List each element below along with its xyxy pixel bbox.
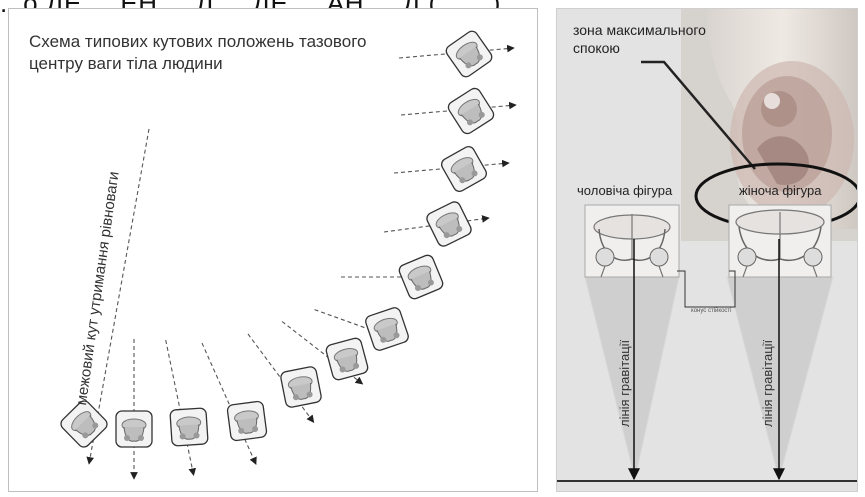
pelvis-position-icon	[170, 408, 208, 446]
gravity-comparison-panel: зона максимального спокою чоловіча фігур…	[556, 8, 858, 492]
support-connector	[677, 271, 735, 307]
female-pelvis-image	[729, 205, 831, 277]
support-cone-label: конус стійкості	[691, 308, 732, 314]
pelvis-position-icon	[325, 337, 369, 381]
pelvis-position-icon	[116, 411, 152, 447]
pelvis-position-icon	[280, 366, 322, 408]
female-figure-label: жіноча фігура	[739, 183, 821, 198]
gravity-direction-arrow	[166, 340, 194, 475]
angle-schema-panel: Схема типових кутових положень тазового …	[8, 8, 538, 492]
zone-label: зона максимального спокою	[573, 21, 706, 57]
angle-schema-drawing	[9, 9, 537, 491]
pelvis-icon-joint	[124, 435, 130, 441]
pelvis-position-icon	[444, 29, 494, 79]
male-gravity-label: лінія гравітації	[617, 340, 632, 427]
male-pelvis-image	[585, 205, 679, 277]
gravity-drawing	[557, 9, 857, 491]
pelvis-position-icon	[446, 86, 496, 136]
pelvis-position-icon	[364, 306, 410, 352]
pelvis-position-icon	[439, 144, 488, 193]
pelvis-position-icon	[425, 200, 473, 248]
zone-label-line1: зона максимального	[573, 21, 706, 39]
female-gravity-cone	[727, 277, 833, 479]
male-figure-label: чоловіча фігура	[577, 183, 672, 198]
pelvis-position-icon	[59, 399, 110, 450]
female-gravity-label: лінія гравітації	[760, 340, 775, 427]
pelvis-icon-joint	[138, 435, 144, 441]
male-gravity-cone	[585, 277, 679, 479]
pelvis-position-icon	[227, 401, 267, 441]
zone-label-line2: спокою	[573, 39, 706, 57]
pelvis-position-icon	[397, 253, 444, 300]
